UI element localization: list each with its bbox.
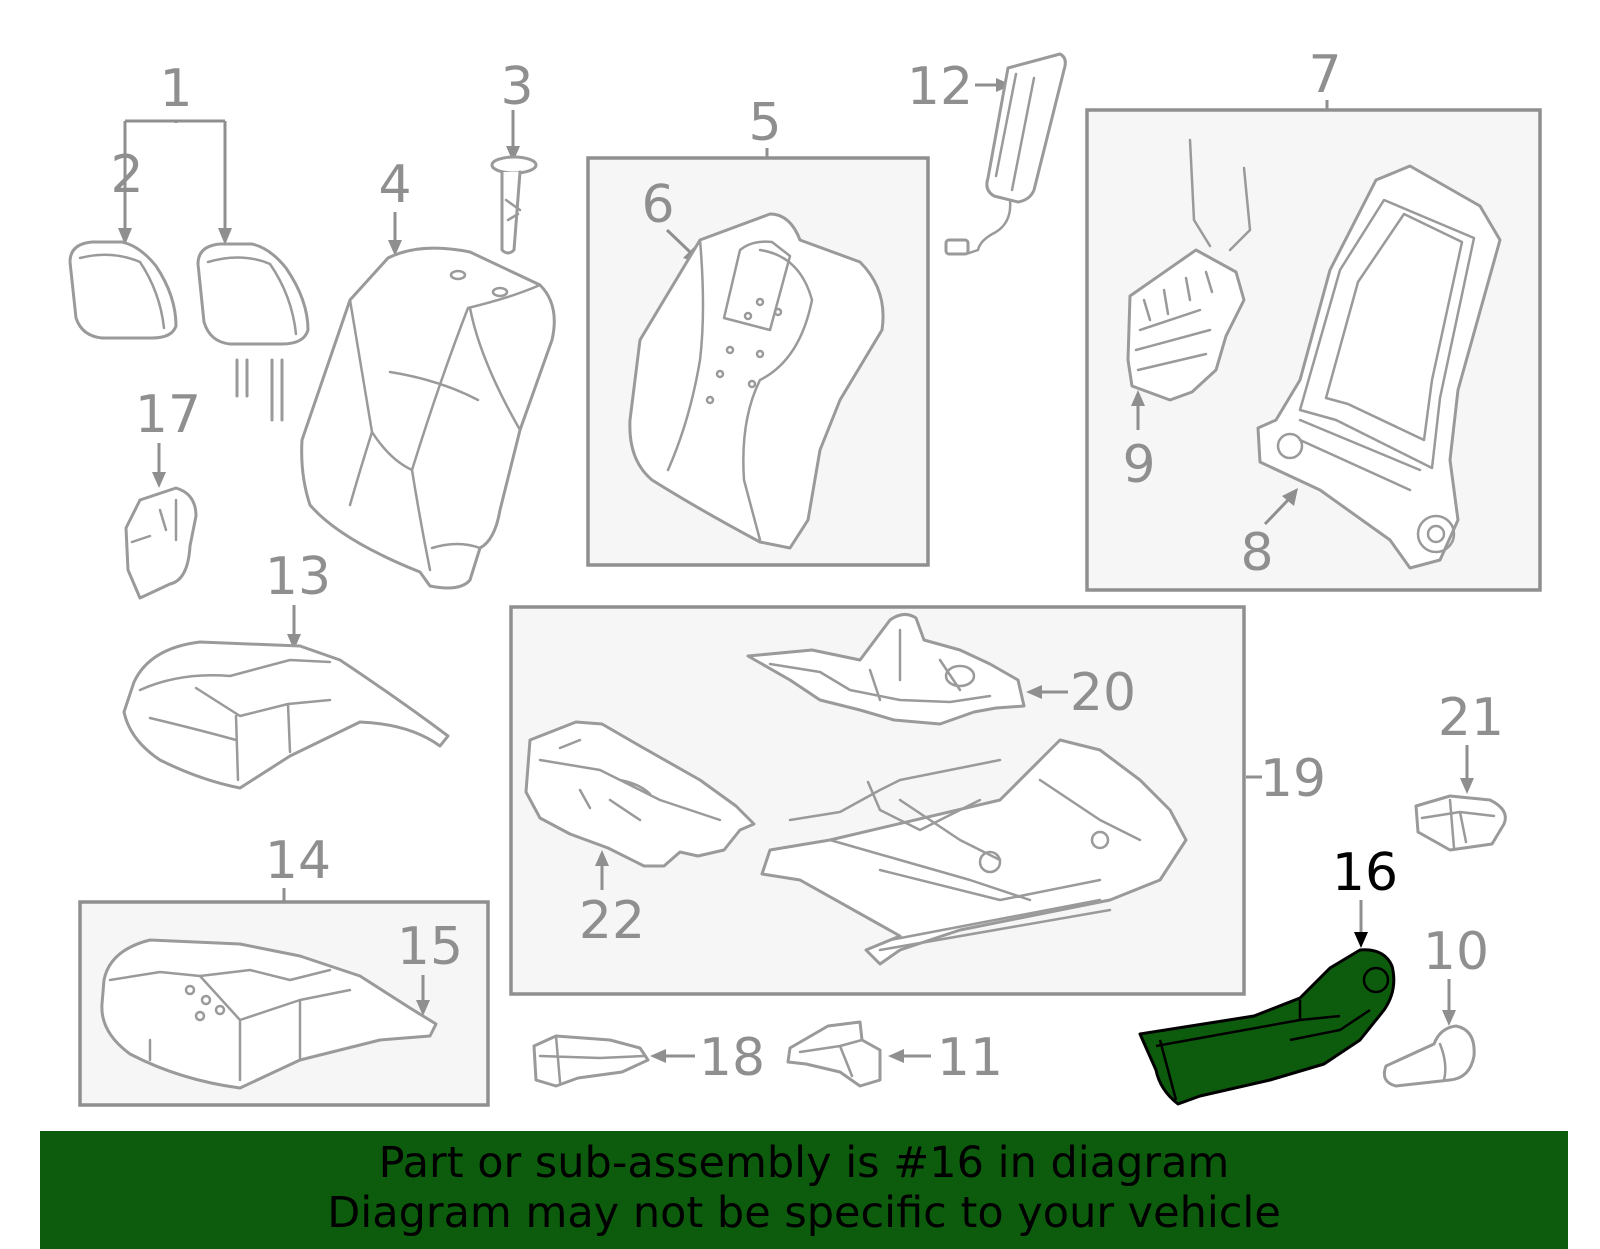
part-4-seatback-cover — [300, 246, 556, 590]
label-9: 9 — [1122, 435, 1155, 495]
label-17: 17 — [135, 385, 201, 445]
label-21: 21 — [1438, 688, 1504, 748]
part-17-side-cover — [124, 486, 198, 600]
label-7: 7 — [1308, 45, 1341, 105]
label-6: 6 — [641, 175, 674, 235]
part-22-cushion-pad — [524, 720, 756, 868]
label-5: 5 — [748, 93, 781, 153]
callout-labels: 1 2 3 4 5 6 7 8 9 10 11 12 13 14 15 16 1… — [110, 45, 1504, 1088]
part-19-seat-frame — [760, 738, 1188, 966]
label-3: 3 — [500, 57, 533, 117]
part-6-seatback-pad — [628, 212, 885, 550]
label-2: 2 — [110, 145, 143, 205]
part-11-trim-cover — [786, 1020, 882, 1088]
label-22: 22 — [579, 891, 645, 951]
part-10-knob — [1382, 1024, 1476, 1088]
part-3-headrest-guide — [490, 155, 538, 255]
label-4: 4 — [378, 155, 411, 215]
label-20: 20 — [1070, 663, 1136, 723]
banner-line-2: Diagram may not be specific to your vehi… — [327, 1188, 1281, 1238]
label-12: 12 — [907, 57, 973, 117]
part-21-switch — [1414, 794, 1507, 852]
label-14: 14 — [265, 831, 331, 891]
part-2-headrest-cover — [68, 240, 178, 340]
part-18-trim — [532, 1034, 650, 1088]
part-9-lumbar-support — [1126, 138, 1252, 402]
part-20-seat-pan — [746, 613, 1026, 726]
leader-lines — [118, 78, 1474, 1063]
label-1: 1 — [159, 59, 192, 119]
label-11: 11 — [937, 1028, 1003, 1088]
label-19: 19 — [1260, 749, 1326, 809]
info-banner: Part or sub-assembly is #16 in diagram D… — [40, 1131, 1568, 1249]
label-18: 18 — [699, 1028, 765, 1088]
label-15: 15 — [397, 917, 463, 977]
label-8: 8 — [1240, 523, 1273, 583]
part-13-seat-cushion-cover — [122, 640, 450, 790]
label-10: 10 — [1423, 922, 1489, 982]
part-7-seatback-frame — [1256, 164, 1502, 570]
label-16: 16 — [1332, 843, 1398, 903]
banner-line-1: Part or sub-assembly is #16 in diagram — [378, 1138, 1230, 1188]
part-15-cushion-pad — [100, 938, 438, 1090]
part-1-headrest — [196, 242, 310, 422]
part-16-side-cover-highlighted — [1138, 948, 1396, 1106]
part-12-side-airbag — [944, 52, 1067, 256]
label-13: 13 — [265, 547, 331, 607]
